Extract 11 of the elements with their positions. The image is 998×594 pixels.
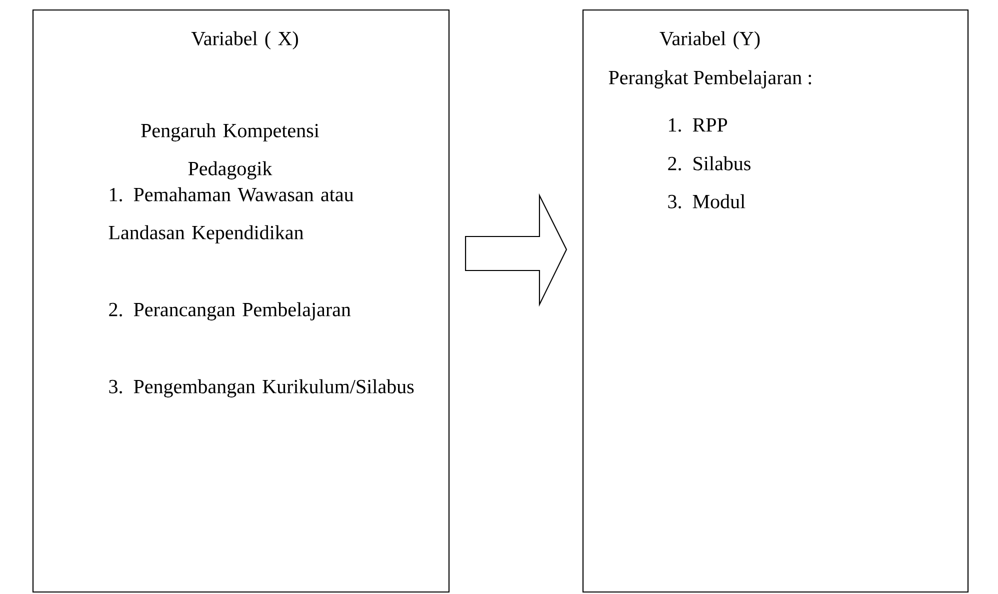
list-item: 1. RPP <box>669 118 728 132</box>
heading: Perangkat Pembelajaran : <box>608 70 812 88</box>
heading: Variabel (Y) <box>660 31 760 50</box>
list-item: 3. Modul <box>668 194 746 208</box>
list-item: 2. Perancangan Pembelajaran <box>109 302 351 320</box>
heading: Pengaruh Kompetensi Pedagogik <box>141 123 320 180</box>
list-item: 2. Silabus <box>668 156 750 170</box>
heading: Variabel ( X) <box>191 31 298 50</box>
list-item: 1. Pemahaman Wawasan atau Landasan Kependidikan <box>108 187 354 244</box>
block-arrow <box>465 193 568 307</box>
list-item: 3. Pengembangan Kurikulum/Silabus <box>109 379 414 398</box>
